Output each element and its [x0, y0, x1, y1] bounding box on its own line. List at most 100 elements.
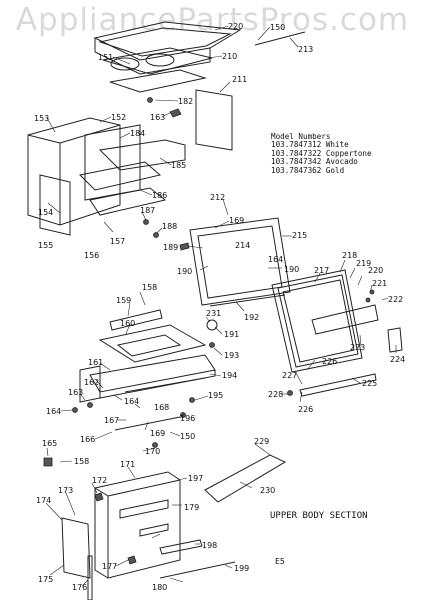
panel-230: [204, 454, 287, 503]
part-label: 188: [162, 222, 177, 231]
section-title: UPPER BODY SECTION: [270, 511, 368, 521]
cooktop-box: [93, 21, 242, 93]
page-code: E5: [275, 557, 285, 566]
part-labels: 220 150 213 151 210 211 182 163 152 153 …: [34, 22, 405, 592]
screw-228: [287, 390, 293, 396]
part-label: 231: [206, 309, 221, 318]
part-label: 180: [152, 583, 167, 592]
part-label: 166: [80, 435, 95, 444]
part-label: 226: [322, 357, 337, 366]
part-label: 168: [154, 403, 169, 412]
part-label: 212: [210, 193, 225, 202]
rod-213: [254, 31, 306, 46]
control-assembly: [72, 309, 218, 448]
part-label: 184: [130, 129, 145, 138]
part-label: 187: [140, 206, 155, 215]
part-label: 155: [38, 241, 53, 250]
part-label: 228: [268, 390, 283, 399]
part-label: 182: [178, 97, 193, 106]
part-label: 162: [84, 378, 99, 387]
leader-lines: [45, 25, 397, 587]
part-label: 215: [292, 231, 307, 240]
part-label: 214: [235, 241, 250, 250]
part-label: 163: [150, 113, 165, 122]
part-label: 193: [224, 351, 239, 360]
part-label: 218: [342, 251, 357, 260]
part-label: 174: [36, 496, 51, 505]
screw-188: [153, 232, 159, 238]
part-label: 161: [88, 358, 103, 367]
model-number-item: 103.7847362 Gold: [271, 165, 345, 175]
part-label: 171: [120, 460, 135, 469]
model-number-item: 103.7847342 Avocado: [271, 157, 358, 167]
part-label: 226: [298, 405, 313, 414]
part-label: 185: [171, 161, 186, 170]
part-label: 198: [202, 541, 217, 550]
part-label: 186: [152, 191, 167, 200]
part-label: 152: [111, 113, 126, 122]
part-label: 227: [282, 371, 297, 380]
part-label: 190: [284, 265, 299, 274]
part-label: 159: [116, 296, 131, 305]
part-label: 224: [390, 355, 405, 364]
part-label: 153: [34, 114, 49, 123]
part-label: 177: [102, 562, 117, 571]
clip-163: [169, 108, 182, 118]
part-label: 229: [254, 437, 269, 446]
part-label: 189: [163, 243, 178, 252]
part-label: 165: [42, 439, 57, 448]
part-label: 150: [180, 432, 195, 441]
part-label: 167: [104, 416, 119, 425]
part-label: 151: [98, 53, 113, 62]
part-label: 179: [184, 503, 199, 512]
part-label: 164: [46, 407, 61, 416]
part-label: 169: [150, 429, 165, 438]
part-label: 217: [314, 266, 329, 275]
part-label: 221: [372, 279, 387, 288]
part-label: 172: [92, 476, 107, 485]
screw-187: [143, 219, 149, 225]
oven-cavity: [27, 117, 186, 236]
door-glass-assembly: [271, 269, 403, 397]
part-label: 154: [38, 208, 53, 217]
part-label: 223: [350, 343, 365, 352]
storage-drawer-assembly: [61, 471, 236, 600]
part-label: 164: [124, 397, 139, 406]
part-label: 170: [145, 447, 160, 456]
model-number-item: 103.7847322 Coppertone: [271, 148, 372, 158]
part-label: 211: [232, 75, 247, 84]
part-label: 169: [229, 216, 244, 225]
switch-165: [43, 457, 53, 467]
part-label: 230: [260, 486, 275, 495]
part-label: 158: [74, 457, 89, 466]
part-label: 196: [180, 414, 195, 423]
part-label: 158: [142, 283, 157, 292]
part-label: 197: [188, 474, 203, 483]
part-label: 156: [84, 251, 99, 260]
screw-182: [147, 97, 153, 103]
part-label: 195: [208, 391, 223, 400]
part-label: 222: [388, 295, 403, 304]
part-label: 220: [368, 266, 383, 275]
part-label: 164: [268, 255, 283, 264]
part-label: 157: [110, 237, 125, 246]
part-label: 192: [244, 313, 259, 322]
part-label: 190: [177, 267, 192, 276]
part-label: 225: [362, 379, 377, 388]
part-label: 191: [224, 330, 239, 339]
model-numbers-block: Model Numbers 103.7847312 White 103.7847…: [271, 132, 372, 175]
part-label: 163: [68, 388, 83, 397]
part-label: 194: [222, 371, 237, 380]
part-label: 220: [228, 22, 243, 31]
part-label: 173: [58, 486, 73, 495]
part-label: 199: [234, 564, 249, 573]
part-label: 210: [222, 52, 237, 61]
part-label: 219: [356, 259, 371, 268]
model-number-item: 103.7847312 White: [271, 140, 349, 150]
part-label: 160: [120, 319, 135, 328]
model-numbers-heading: Model Numbers: [271, 132, 331, 141]
part-label: 213: [298, 45, 313, 54]
part-label: 150: [270, 23, 285, 32]
